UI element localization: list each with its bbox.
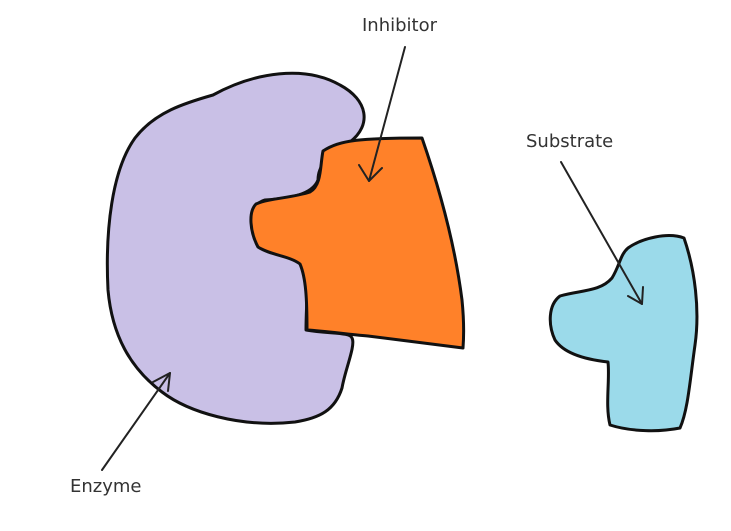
enzyme-arrow-head — [152, 372, 171, 392]
inhibitor-label: Inhibitor — [362, 15, 438, 36]
arrows — [101, 46, 644, 471]
inhibitor-arrow-head — [358, 164, 383, 182]
substrate-label: Substrate — [526, 131, 614, 152]
inhibitor-arrow-shaft — [368, 46, 406, 182]
inhibitor-shape — [249, 136, 466, 350]
enzyme-label: Enzyme — [70, 476, 142, 497]
enzyme-arrow-shaft — [101, 372, 171, 471]
substrate-arrow-shaft — [560, 161, 643, 305]
substrate-shape — [548, 234, 699, 433]
substrate-arrow-head — [627, 286, 644, 305]
